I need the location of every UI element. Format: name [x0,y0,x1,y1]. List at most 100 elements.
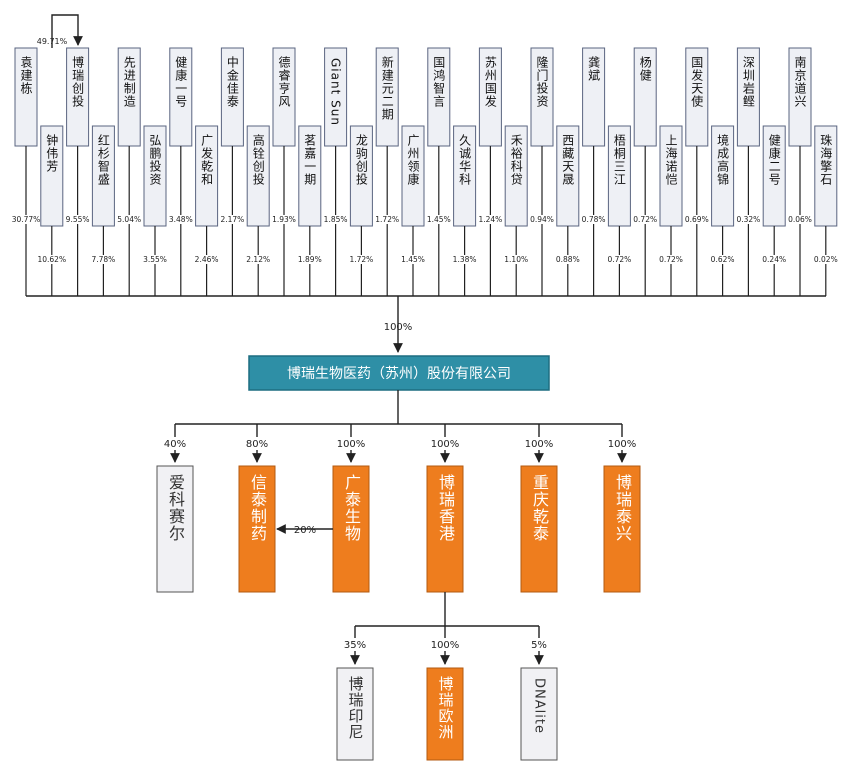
subsidiary-pct-1: 40% [164,439,186,450]
shareholder-14: 龙驹创投 [349,125,373,227]
shareholder-16: 广州领康 [401,125,425,227]
shareholder-pct-15: 1.72% [375,215,399,224]
hk-subsidiary-1: 博瑞印尼 [336,667,374,761]
shareholder-pct-21: 0.94% [530,215,554,224]
shareholder-1-label: 袁建栋 [19,56,33,95]
shareholder-pct-4: 7.78% [91,255,115,264]
subsidiary-bus [175,390,622,425]
shareholder-pct-1: 30.77% [12,215,41,224]
shareholder-26-label: 上海诺恺 [664,134,678,186]
hk-subsidiary-3-label: DNAlite [531,678,547,734]
subsidiary-3-label: 广泰生物 [342,474,361,542]
shareholder-25-label: 杨健 [638,56,653,82]
shareholder-28-label: 境成高锦 [715,134,730,186]
shareholder-pct-26: 0.72% [659,255,683,264]
shareholder-20: 禾裕科贷 [504,125,528,227]
hk-pct-2: 100% [431,640,460,651]
shareholder-30: 健康二号 [762,125,786,227]
company-box: 博瑞生物医药（苏州）股份有限公司 [248,355,550,391]
shareholder-28: 境成高锦 [711,125,735,227]
shareholder-6-label: 弘鹏投资 [148,134,162,186]
shareholder-pct-17: 1.45% [427,215,451,224]
subsidiary-2: 信泰制药 [238,465,276,593]
shareholder-pct-5: 5.04% [117,215,141,224]
shareholder-1: 袁建栋 [14,47,38,147]
shareholder-18: 久诚华科 [453,125,477,227]
shareholder-10-label: 高铨创投 [251,134,266,186]
subsidiary-pct-3: 100% [337,439,366,450]
subsidiary-1: 爱科赛尔 [156,465,194,593]
subsidiary-pct-2: 80% [246,439,268,450]
shareholder-7: 健康一号 [169,47,193,147]
shareholder-25: 杨健 [633,47,657,147]
subsidiary-5-label: 重庆乾泰 [530,474,549,542]
shareholder-10: 高铨创投 [246,125,270,227]
shareholder-pct-9: 2.17% [220,215,244,224]
hk-bus [355,592,539,627]
hk-subsidiary-1-label: 博瑞印尼 [346,676,365,740]
shareholder-2: 钟伟芳 [40,125,64,227]
subsidiary-layer: 40%爱科赛尔80%信泰制药100%广泰生物100%博瑞香港100%重庆乾泰10… [156,424,641,593]
shareholder-21: 隆门投资 [530,47,554,147]
subsidiary-pct-4: 100% [431,439,460,450]
subsidiary-4: 博瑞香港 [426,465,464,593]
shareholder-pct-3: 9.55% [66,215,90,224]
shareholder-12: 茗嘉一期 [298,125,322,227]
shareholder-9-label: 中金佳泰 [225,56,240,108]
shareholder-pct-20: 1.10% [504,255,528,264]
shareholder-pct-29: 0.32% [736,215,760,224]
shareholder-31: 南京道兴 [788,47,812,147]
inter-holding-link: 49.71% [37,14,83,48]
shareholder-pct-8: 2.46% [195,255,219,264]
shareholder-pct-13: 1.85% [324,215,348,224]
shareholder-pct-24: 0.72% [607,255,631,264]
hk-subsidiary-2-label: 博瑞欧洲 [436,676,455,740]
shareholder-22: 西藏天晟 [556,125,580,227]
shareholder-29: 深圳岩鲣 [736,47,760,147]
shareholder-31-label: 南京道兴 [793,56,807,108]
shareholder-3: 博瑞创投 [66,47,90,147]
shareholder-pct-14: 1.72% [349,255,373,264]
shareholder-pct-27: 0.69% [685,215,709,224]
shareholder-pct-23: 0.78% [582,215,606,224]
shareholder-pct-19: 1.24% [478,215,502,224]
shareholder-32-label: 珠海擎石 [818,134,833,186]
shareholder-17-label: 国鸿智言 [431,56,446,108]
hk-pct-1: 35% [344,640,366,651]
shareholder-pct-10: 2.12% [246,255,270,264]
shareholder-pct-11: 1.93% [272,215,296,224]
subsidiary-3: 广泰生物 [332,465,370,593]
shareholder-7-label: 健康一号 [173,56,188,108]
shareholder-19-label: 苏州国发 [483,56,498,108]
shareholder-8-label: 广发乾和 [199,134,214,186]
shareholder-26: 上海诺恺 [659,125,683,227]
shareholder-16-label: 广州领康 [406,134,420,186]
shareholder-4-label: 红杉智盛 [96,134,111,186]
shareholder-5-label: 先进制造 [122,56,137,108]
shareholder-pct-28: 0.62% [711,255,735,264]
shareholder-pct-18: 1.38% [453,255,477,264]
shareholder-layer: 袁建栋30.77%钟伟芳10.62%博瑞创投9.55%红杉智盛7.78%先进制造… [12,47,839,296]
shareholder-pct-25: 0.72% [633,215,657,224]
shareholder-9: 中金佳泰 [220,47,244,147]
hk-subsidiary-layer: 35% 博瑞印尼 100% 博瑞欧洲 5% DNAlite [336,626,558,761]
shareholder-bus: 100% [26,295,826,353]
cross-holding-pct: 20% [294,525,316,536]
shareholder-15-label: 新建元二期 [380,56,395,121]
shareholder-17: 国鸿智言 [427,47,451,147]
shareholder-30-label: 健康二号 [767,134,782,186]
shareholder-32: 珠海擎石 [814,125,838,227]
subsidiary-6: 博瑞泰兴 [603,465,641,593]
hk-pct-3: 5% [531,640,547,651]
hk-subsidiary-2: 博瑞欧洲 [426,667,464,761]
shareholder-24-label: 梧桐三江 [612,134,627,186]
subsidiary-5: 重庆乾泰 [520,465,558,593]
shareholder-5: 先进制造 [117,47,141,147]
total-pct: 100% [384,322,413,333]
shareholder-24: 梧桐三江 [607,125,631,227]
shareholder-pct-6: 3.55% [143,255,167,264]
shareholder-2-label: 钟伟芳 [44,134,59,173]
shareholder-6: 弘鹏投资 [143,125,167,227]
shareholder-18-label: 久诚华科 [457,134,472,186]
